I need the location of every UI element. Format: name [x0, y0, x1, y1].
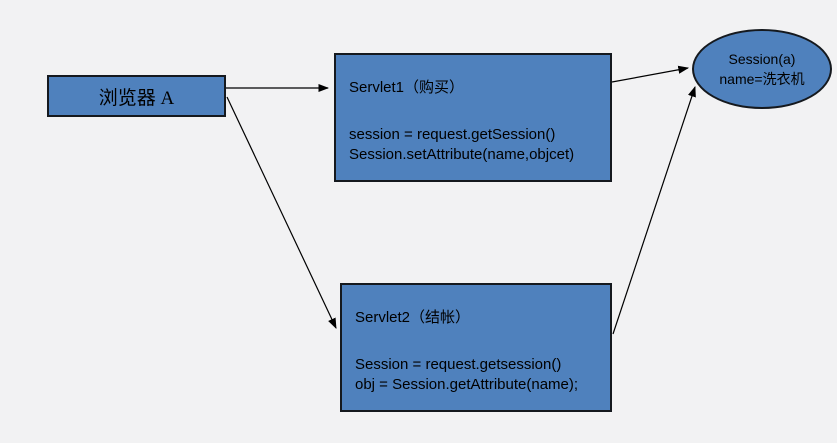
- servlet1-code-line: Session.setAttribute(name,objcet): [349, 146, 575, 163]
- servlet2-code-line: obj = Session.getAttribute(name);: [355, 376, 579, 393]
- servlet2-title: Servlet2（结帐）: [355, 309, 471, 326]
- edge-servlet1-to-session: [611, 65, 690, 83]
- servlet1-node: Servlet1（购买） session = request.getSessio…: [334, 53, 612, 182]
- servlet2-node: Servlet2（结帐） Session = request.getsessio…: [340, 283, 612, 412]
- session-store-title: Session(a): [728, 51, 796, 67]
- browser-a-node: 浏览器 A: [47, 75, 226, 117]
- servlet2-code: Session = request.getsession() obj = Ses…: [355, 355, 600, 395]
- session-store-attribute: name=洗衣机: [719, 71, 805, 87]
- browser-a-label: 浏览器 A: [98, 87, 175, 109]
- edge-browser-to-servlet2: [226, 96, 337, 329]
- session-store-node: Session(a) name=洗衣机: [692, 29, 832, 109]
- edge-servlet2-to-session: [612, 85, 696, 335]
- servlet1-code-line: session = request.getSession(): [349, 126, 556, 143]
- servlet2-code-line: Session = request.getsession(): [355, 356, 562, 373]
- servlet1-title: Servlet1（购买）: [349, 79, 465, 96]
- servlet1-code: session = request.getSession() Session.s…: [349, 125, 600, 165]
